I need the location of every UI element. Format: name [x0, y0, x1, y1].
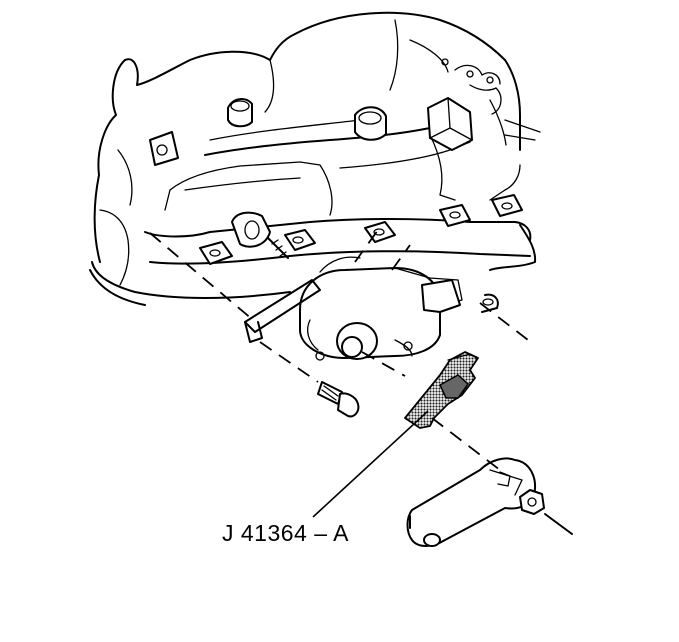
mounting-bolt	[317, 381, 360, 418]
lever-nut	[519, 489, 545, 515]
assembly-axes	[149, 229, 573, 535]
pan-rail	[144, 119, 532, 265]
connector-cluster	[427, 58, 541, 151]
shift-lever	[406, 457, 536, 547]
callout-leader	[312, 410, 429, 518]
tool-callout-label: J 41364 – A	[222, 520, 349, 546]
switch-bracket	[244, 279, 499, 343]
case-bosses	[149, 98, 523, 265]
alignment-tool	[404, 351, 479, 429]
transmission-case	[89, 11, 537, 306]
speed-sensor	[231, 211, 289, 259]
park-neutral-switch	[299, 256, 463, 361]
